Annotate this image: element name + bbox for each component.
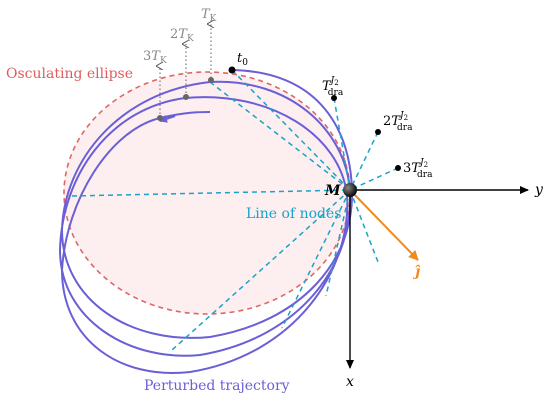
t0-point: [228, 66, 236, 74]
mass-label: M: [324, 183, 341, 199]
td3-point: [395, 165, 401, 171]
jhat-arrow: [349, 189, 419, 261]
tk-markers: [160, 24, 211, 118]
td1-point: [331, 95, 337, 101]
tk3-label: 3TK: [143, 49, 167, 66]
tk1-label: TK: [201, 7, 217, 24]
line-of-nodes-lines: [71, 69, 399, 351]
axis-x-label: x: [346, 374, 354, 390]
tk2-label: 2TK: [170, 27, 194, 44]
t0-label: t0: [237, 51, 248, 68]
td2-point: [375, 129, 381, 135]
axes: [346, 186, 529, 369]
perturbed-trajectory: [58, 69, 354, 374]
jhat-label: ĵ: [413, 263, 421, 280]
osculating-ellipse-label: Osculating ellipse: [6, 66, 133, 82]
perturbed-trajectory-label: Perturbed trajectory: [144, 378, 290, 394]
line-of-nodes-label: Line of nodes: [246, 206, 341, 222]
central-mass: [343, 183, 357, 197]
tk2-point: [183, 94, 189, 100]
tk3-point: [157, 115, 163, 121]
tk1-point: [208, 77, 214, 83]
axis-y-label: y: [534, 182, 544, 198]
